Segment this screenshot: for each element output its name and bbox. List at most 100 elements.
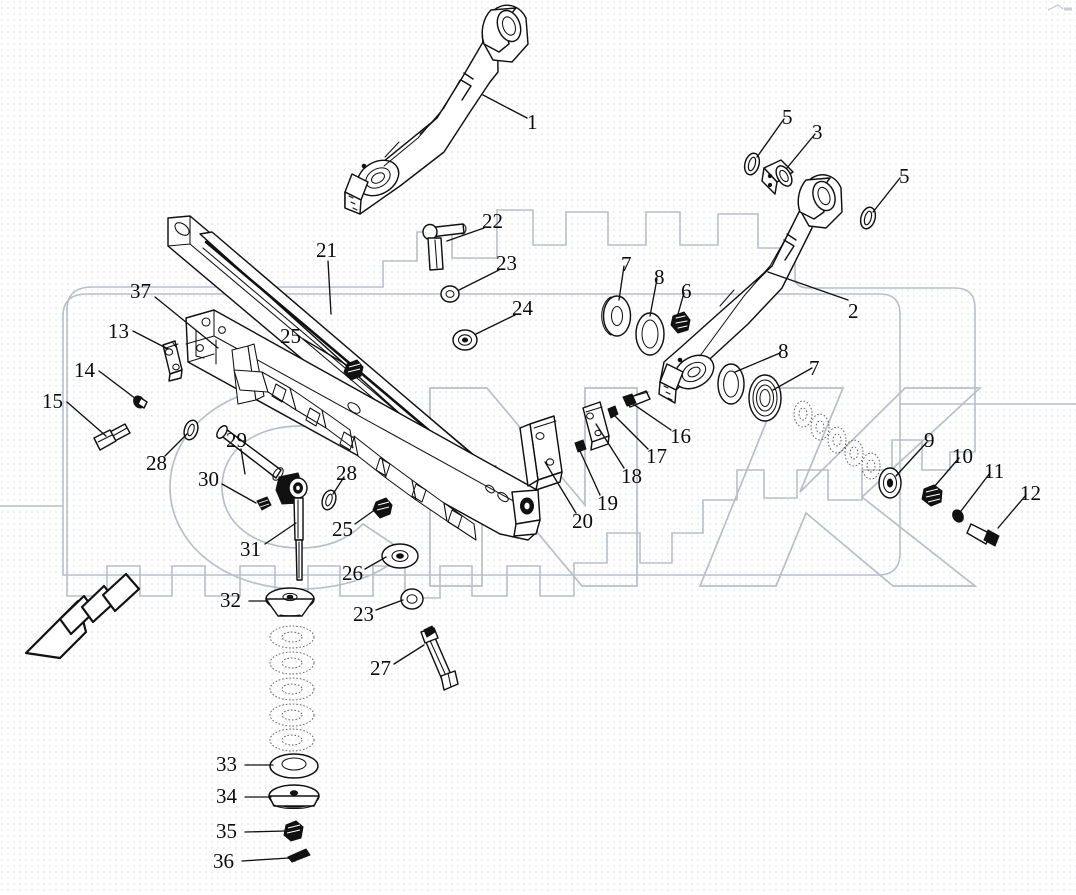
part-18-bracket — [582, 401, 610, 451]
watermark-outline — [66, 209, 976, 599]
callout-label-5b[interactable]: 5 — [899, 164, 910, 188]
callout-label-18[interactable]: 18 — [621, 464, 642, 488]
callout-label-30[interactable]: 30 — [198, 467, 219, 491]
part-7a-flat-washer — [601, 295, 632, 337]
callout-label-24[interactable]: 24 — [512, 296, 533, 320]
callout-label-9[interactable]: 9 — [924, 428, 935, 452]
part-23b-washer — [400, 588, 424, 610]
callout-label-26[interactable]: 26 — [342, 561, 363, 585]
part-3-bushing-sleeve — [761, 159, 794, 195]
part-14-pin — [133, 395, 148, 409]
part-8b-spacer-washer — [717, 363, 745, 405]
part-27-bolt — [420, 625, 459, 691]
callout-label-7a[interactable]: 7 — [621, 252, 632, 276]
callout-label-37[interactable]: 37 — [130, 279, 151, 303]
leader-3 — [786, 133, 816, 169]
leader-28a — [164, 433, 188, 457]
part-30-set-screw — [256, 496, 272, 511]
leader-6 — [677, 292, 685, 315]
callout-label-10[interactable]: 10 — [952, 444, 973, 468]
part-8a-spacer-washer — [635, 312, 665, 356]
part-31-vertical-shaft — [275, 472, 308, 581]
callout-label-17[interactable]: 17 — [646, 444, 667, 468]
leader-29 — [240, 448, 246, 475]
part-23a-washer — [440, 285, 460, 303]
callout-label-8a[interactable]: 8 — [654, 265, 665, 289]
leader-23b — [375, 599, 404, 611]
callout-label-36[interactable]: 36 — [213, 849, 234, 873]
part-5a-retaining-ring — [743, 152, 761, 176]
callout-label-32[interactable]: 32 — [220, 588, 241, 612]
part-7b-flat-washer — [748, 374, 782, 422]
callout-label-33[interactable]: 33 — [216, 752, 237, 776]
leader-7b — [772, 367, 813, 391]
leader-8b — [734, 352, 781, 373]
leader-31 — [264, 522, 297, 545]
leader-5a — [756, 118, 785, 158]
part-26-bushing — [381, 543, 419, 569]
corner-mark — [1047, 4, 1072, 11]
leader-21 — [327, 260, 332, 315]
callout-label-20[interactable]: 20 — [572, 509, 593, 533]
leader-37 — [154, 296, 219, 349]
part-32-upper-spring-seat — [265, 587, 315, 617]
leader-2 — [767, 271, 849, 301]
leader-9 — [895, 441, 928, 477]
callout-label-2[interactable]: 2 — [848, 299, 859, 323]
callout-label-3[interactable]: 3 — [812, 120, 823, 144]
leader-15 — [66, 401, 107, 437]
leader-8a — [649, 278, 658, 317]
callout-label-34[interactable]: 34 — [216, 784, 237, 808]
leader-24 — [475, 314, 516, 335]
callout-label-27[interactable]: 27 — [370, 656, 391, 680]
leader-17 — [612, 413, 649, 450]
leader-22 — [446, 227, 485, 242]
leader-1 — [482, 94, 528, 119]
part-9-washer — [878, 467, 902, 499]
callout-label-8b[interactable]: 8 — [778, 339, 789, 363]
leader-5b — [872, 177, 901, 213]
part-28b-o-ring — [321, 489, 337, 511]
callout-label-28b[interactable]: 28 — [336, 461, 357, 485]
travel-direction-arrow — [24, 572, 141, 660]
callout-label-22[interactable]: 22 — [482, 209, 503, 233]
callout-label-25a[interactable]: 25 — [280, 324, 301, 348]
shim-washer-cluster — [793, 400, 881, 480]
leader-19 — [579, 450, 601, 496]
callout-label-31[interactable]: 31 — [240, 537, 261, 561]
callout-label-23a[interactable]: 23 — [496, 251, 517, 275]
callout-label-1[interactable]: 1 — [527, 110, 538, 134]
callout-label-28a[interactable]: 28 — [146, 451, 167, 475]
part-11-pin — [952, 509, 964, 523]
callout-label-25b[interactable]: 25 — [332, 517, 353, 541]
callout-label-12[interactable]: 12 — [1020, 481, 1041, 505]
callout-label-21[interactable]: 21 — [316, 238, 337, 262]
callout-label-15[interactable]: 15 — [42, 389, 63, 413]
leader-25b — [354, 508, 377, 525]
part-22-lock-pin — [422, 223, 467, 271]
leader-36 — [241, 857, 290, 862]
part-25a-bolt-head — [343, 359, 364, 381]
part-10-nut — [921, 484, 943, 507]
callout-label-13[interactable]: 13 — [108, 319, 129, 343]
callout-label-14[interactable]: 14 — [74, 358, 95, 382]
part-19-pin — [574, 439, 587, 453]
callout-label-29[interactable]: 29 — [226, 428, 247, 452]
part-24-washer — [452, 329, 478, 351]
callout-label-11[interactable]: 11 — [984, 459, 1005, 483]
callout-label-19[interactable]: 19 — [597, 491, 618, 515]
spring-washer-stack — [269, 625, 315, 752]
callout-label-5a[interactable]: 5 — [782, 105, 793, 129]
part-33-washer — [269, 753, 319, 779]
watermark-letter-h — [698, 387, 983, 587]
callout-label-35[interactable]: 35 — [216, 819, 237, 843]
callout-label-16[interactable]: 16 — [670, 424, 691, 448]
leader-27 — [393, 644, 425, 665]
callout-label-23b[interactable]: 23 — [353, 602, 374, 626]
callout-label-6[interactable]: 6 — [681, 279, 692, 303]
callout-label-7b[interactable]: 7 — [809, 356, 820, 380]
part-15-bolt — [93, 423, 131, 451]
